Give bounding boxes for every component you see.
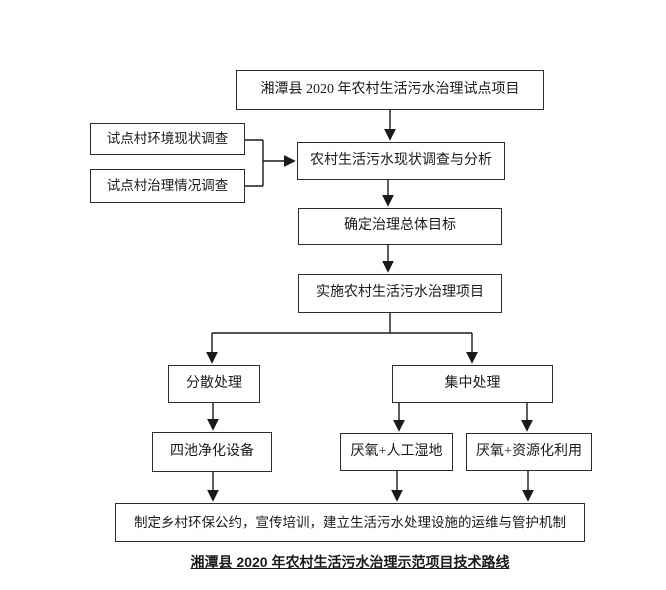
node-centralized-treatment: 集中处理 bbox=[392, 365, 553, 403]
node-env-survey: 试点村环境现状调查 bbox=[90, 123, 245, 155]
node-status-analysis: 农村生活污水现状调查与分析 bbox=[297, 142, 505, 180]
node-four-pool-equipment: 四池净化设备 bbox=[152, 432, 272, 472]
diagram-caption: 湘潭县 2020 年农村生活污水治理示范项目技术路线 bbox=[190, 554, 510, 570]
node-implement-project: 实施农村生活污水治理项目 bbox=[298, 274, 502, 313]
node-maintenance-mechanism: 制定乡村环保公约，宣传培训，建立生活污水处理设施的运维与管护机制 bbox=[115, 503, 585, 542]
node-anaerobic-wetland: 厌氧+人工湿地 bbox=[340, 433, 453, 471]
node-dispersed-treatment: 分散处理 bbox=[168, 365, 260, 403]
node-treatment-survey: 试点村治理情况调查 bbox=[90, 169, 245, 203]
node-anaerobic-resource: 厌氧+资源化利用 bbox=[466, 433, 592, 471]
node-pilot-project: 湘潭县 2020 年农村生活污水治理试点项目 bbox=[236, 70, 544, 110]
node-overall-goal: 确定治理总体目标 bbox=[298, 208, 502, 245]
